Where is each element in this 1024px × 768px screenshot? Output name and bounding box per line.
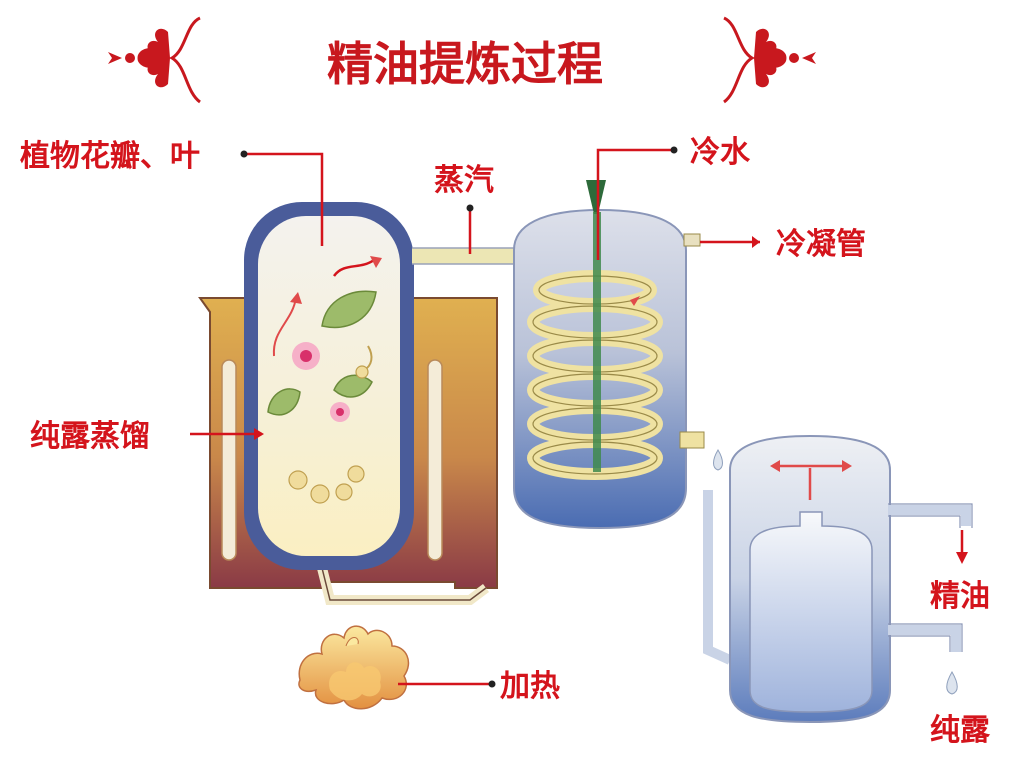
droplet-icon bbox=[946, 671, 958, 695]
flame-icon bbox=[298, 625, 410, 710]
leaf-icon bbox=[321, 290, 377, 329]
page-title: 精油提炼过程 bbox=[327, 37, 603, 91]
distillation-vessel bbox=[244, 202, 414, 570]
ornament-right-icon bbox=[723, 16, 816, 104]
flower-icon bbox=[330, 402, 350, 422]
leaf-icon bbox=[267, 388, 301, 416]
leader-lines bbox=[190, 146, 760, 688]
condenser-tank bbox=[513, 180, 705, 530]
label-hydrosol-distillation: 纯露蒸馏 bbox=[30, 419, 150, 454]
label-steam: 蒸汽 bbox=[434, 163, 494, 198]
label-condenser: 冷凝管 bbox=[776, 227, 866, 262]
label-essential-oil: 精油 bbox=[930, 579, 990, 614]
separator-tank bbox=[703, 434, 973, 724]
label-petals-leaves: 植物花瓣、叶 bbox=[20, 139, 200, 174]
flower-icon bbox=[292, 342, 320, 370]
droplet-icon bbox=[713, 449, 723, 471]
label-heating: 加热 bbox=[500, 669, 560, 704]
ornament-left-icon bbox=[108, 16, 201, 104]
leaf-icon bbox=[333, 374, 373, 398]
label-hydrosol: 纯露 bbox=[930, 713, 991, 748]
label-cold-water: 冷水 bbox=[690, 135, 751, 170]
